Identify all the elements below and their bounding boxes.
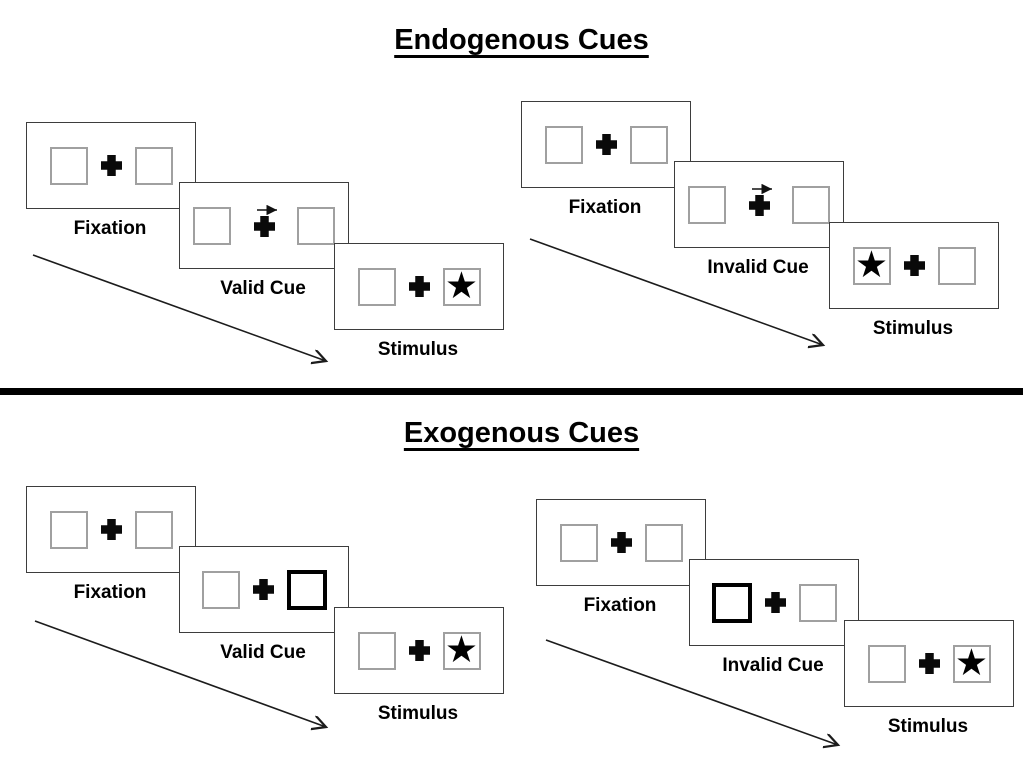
- fixation-cross-icon: [100, 155, 122, 176]
- panel-label: Fixation: [568, 197, 642, 218]
- left-target-box: [544, 125, 583, 164]
- star-stimulus-icon: ★: [444, 263, 479, 307]
- left-target-box: [357, 631, 396, 670]
- exogenous-invalid-sequence: Fixation Invalid Cue ★ Stimulus: [536, 499, 1023, 759]
- panel-label: Stimulus: [377, 339, 459, 360]
- stimulus-panel: ★: [844, 620, 1014, 707]
- fixation-cross-icon: [408, 276, 430, 297]
- time-sequence-arrow: [545, 639, 856, 751]
- panel-label: Stimulus: [377, 703, 459, 724]
- valid-cue-panel: [179, 546, 349, 633]
- left-target-box: [193, 206, 231, 245]
- fixation-panel: [26, 486, 196, 573]
- fixation-panel: [521, 101, 691, 188]
- left-target-box-highlighted: [711, 582, 752, 623]
- panel-label: Fixation: [73, 582, 147, 603]
- section-divider: [0, 388, 1023, 395]
- right-target-box: [297, 206, 335, 245]
- right-target-box: [937, 246, 976, 285]
- fixation-cross-icon: [748, 195, 770, 216]
- left-target-box: [559, 523, 598, 562]
- panel-label: Valid Cue: [220, 278, 306, 299]
- panel-label: Stimulus: [872, 318, 954, 339]
- left-target-box: [688, 185, 726, 224]
- star-stimulus-icon: ★: [444, 627, 479, 671]
- fixation-cross-icon: [903, 255, 925, 276]
- right-target-box: ★: [442, 263, 481, 307]
- left-target-box: [201, 570, 240, 609]
- arrow-cue-icon: [752, 184, 772, 194]
- right-target-box: ★: [952, 640, 991, 684]
- fixation-cross-icon: [253, 216, 275, 237]
- time-sequence-arrow: [529, 238, 841, 353]
- panel-label: Stimulus: [887, 716, 969, 737]
- endogenous-invalid-sequence: Fixation Invalid Cue ★ Stimulus: [521, 101, 1023, 361]
- valid-cue-panel: [179, 182, 349, 269]
- fixation-panel: [26, 122, 196, 209]
- left-target-box: [49, 510, 88, 549]
- star-stimulus-icon: ★: [954, 640, 989, 684]
- stimulus-panel: ★: [334, 607, 504, 694]
- fixation-cross-icon: [595, 134, 617, 155]
- fixation-panel: [536, 499, 706, 586]
- right-target-box: [134, 510, 173, 549]
- fixation-cross-icon: [100, 519, 122, 540]
- exogenous-cues-title: Exogenous Cues: [403, 417, 640, 449]
- stimulus-panel: ★: [334, 243, 504, 330]
- panel-label: Invalid Cue: [722, 655, 824, 676]
- time-sequence-arrow: [34, 620, 346, 738]
- right-target-box-highlighted: [286, 569, 327, 610]
- panel-label: Invalid Cue: [707, 257, 809, 278]
- panel-label: Fixation: [583, 595, 657, 616]
- right-target-box: [798, 583, 837, 622]
- stimulus-panel: ★: [829, 222, 999, 309]
- endogenous-valid-sequence: Fixation Valid Cue ★ Stimulus: [26, 122, 546, 382]
- left-target-box: ★: [852, 242, 891, 286]
- invalid-cue-panel: [689, 559, 859, 646]
- fixation-cross-icon: [764, 592, 786, 613]
- invalid-cue-panel: [674, 161, 844, 248]
- right-target-box: [792, 185, 830, 224]
- panel-label: Valid Cue: [220, 642, 306, 663]
- arrow-cue-icon: [257, 205, 277, 215]
- left-target-box: [867, 644, 906, 683]
- fixation-cross-icon: [408, 640, 430, 661]
- right-target-box: [629, 125, 668, 164]
- left-target-box: [49, 146, 88, 185]
- fixation-cross-icon: [252, 579, 274, 600]
- endogenous-cues-title: Endogenous Cues: [394, 24, 649, 56]
- time-sequence-arrow: [32, 254, 346, 374]
- exogenous-valid-sequence: Fixation Valid Cue ★ Stimulus: [26, 486, 546, 746]
- star-stimulus-icon: ★: [854, 242, 889, 286]
- fixation-cross-icon: [918, 653, 940, 674]
- fixation-cross-icon: [610, 532, 632, 553]
- right-target-box: [134, 146, 173, 185]
- right-target-box: [644, 523, 683, 562]
- panel-label: Fixation: [73, 218, 147, 239]
- left-target-box: [357, 267, 396, 306]
- right-target-box: ★: [442, 627, 481, 671]
